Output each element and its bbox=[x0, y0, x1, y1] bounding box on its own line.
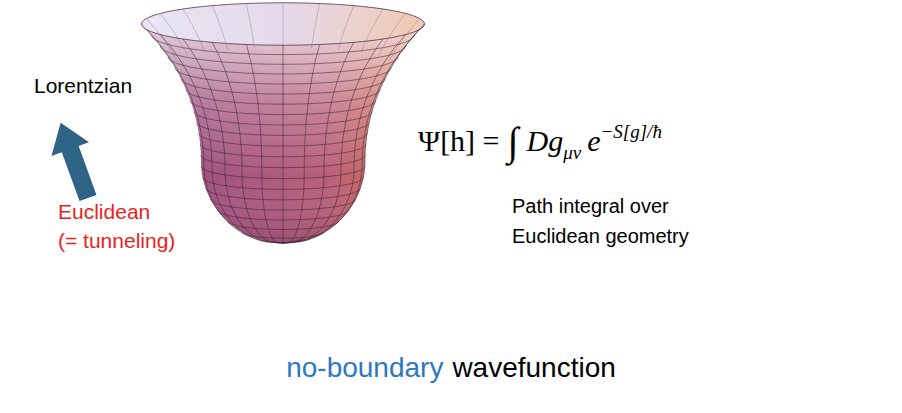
grid-line bbox=[146, 30, 283, 244]
grid-line bbox=[338, 6, 354, 50]
grid-line bbox=[212, 6, 228, 50]
grid-line bbox=[379, 13, 406, 55]
integral-sign: ∫ bbox=[508, 119, 519, 164]
grid-line bbox=[283, 42, 354, 243]
grid-line bbox=[283, 45, 320, 244]
formula-part: g bbox=[548, 124, 563, 157]
formula-part: Ψ[h] = bbox=[418, 124, 500, 157]
grid-line bbox=[246, 45, 283, 244]
funnel-shade bbox=[142, 24, 425, 243]
grid-line bbox=[246, 4, 254, 49]
caption-word: wavefunction bbox=[452, 352, 615, 384]
funnel-surface bbox=[141, 3, 424, 243]
tunneling-arrow bbox=[42, 116, 107, 205]
caption-row: no-boundary wavefunction bbox=[0, 352, 902, 384]
grid-line bbox=[283, 3, 284, 48]
grid-line bbox=[146, 19, 176, 60]
grid-line bbox=[283, 45, 284, 243]
subscript: μν bbox=[563, 142, 581, 163]
grid-line bbox=[161, 13, 188, 55]
formula-note: Path integral over Euclidean geometry bbox=[512, 191, 727, 251]
grid-line bbox=[212, 42, 283, 243]
note-label: (= tunneling) bbox=[58, 229, 175, 253]
grid-line bbox=[283, 30, 420, 244]
grid-line bbox=[390, 19, 420, 60]
grid-line bbox=[183, 39, 283, 243]
caption-keyword: no-boundary bbox=[286, 352, 443, 384]
block-arrow bbox=[42, 116, 107, 205]
formula-part: D bbox=[527, 124, 549, 157]
grid-line bbox=[312, 4, 320, 49]
grid-line bbox=[283, 39, 383, 243]
grid-line bbox=[283, 35, 406, 243]
superscript: −S[g]/ħ bbox=[601, 121, 662, 142]
region-label: Lorentzian bbox=[34, 74, 132, 98]
wavefunction-formula: Ψ[h] =∫Dgμνe−S[g]/ħ bbox=[418, 118, 662, 165]
grid-line bbox=[161, 35, 284, 243]
region-label: Euclidean bbox=[58, 200, 150, 224]
grid-line bbox=[283, 24, 425, 243]
grid-line bbox=[361, 9, 383, 52]
formula-part: e bbox=[587, 124, 600, 157]
funnel-body bbox=[142, 24, 425, 243]
grid-line bbox=[183, 9, 205, 52]
